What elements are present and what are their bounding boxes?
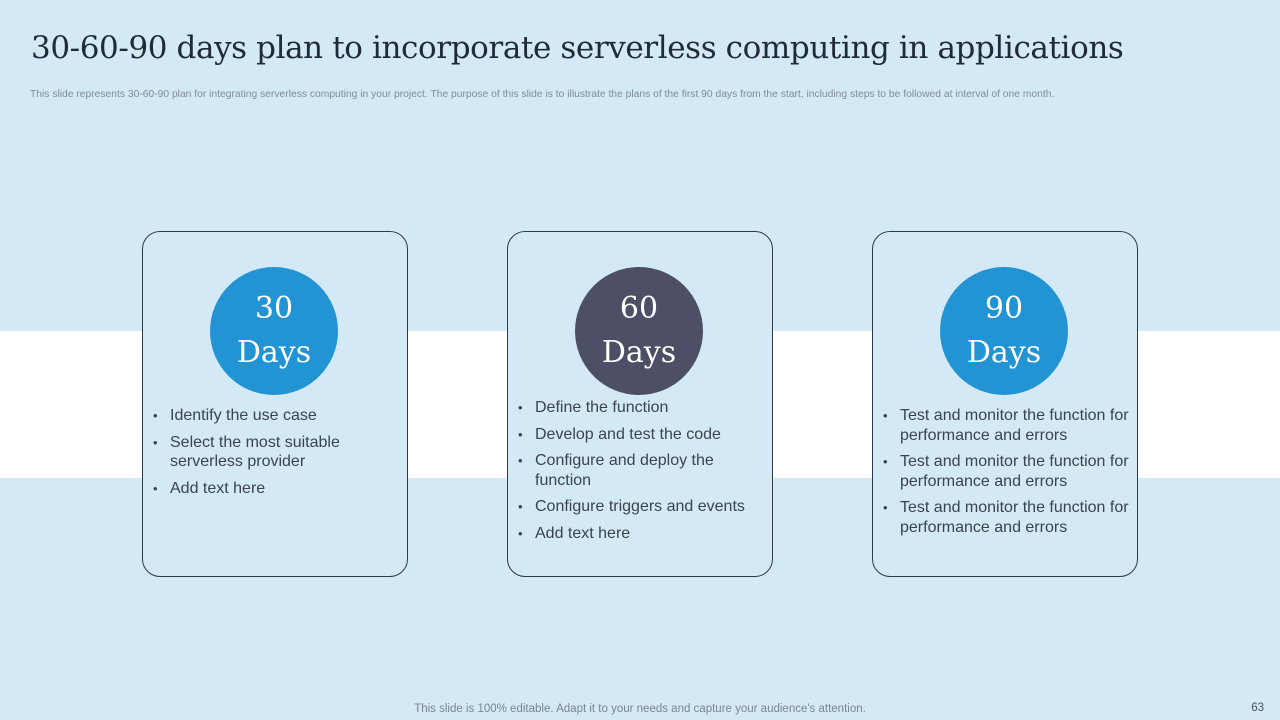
card-90-days: 90 Days Test and monitor the function fo… bbox=[872, 231, 1138, 577]
list-item: Test and monitor the function for perfor… bbox=[881, 406, 1129, 445]
day-number: 90 bbox=[984, 291, 1024, 326]
card-bullet-list: Identify the use case Select the most su… bbox=[151, 406, 399, 505]
list-item: Configure and deploy the function bbox=[516, 451, 764, 490]
list-item: Develop and test the code bbox=[516, 425, 764, 445]
card-30-days: 30 Days Identify the use case Select the… bbox=[142, 231, 408, 577]
day-number: 30 bbox=[254, 291, 294, 326]
slide-footer: This slide is 100% editable. Adapt it to… bbox=[414, 703, 866, 715]
day-unit: Days bbox=[236, 335, 312, 370]
day-circle-90: 90 Days bbox=[940, 267, 1068, 395]
day-unit: Days bbox=[966, 335, 1042, 370]
list-item: Add text here bbox=[151, 479, 399, 499]
page-number: 63 bbox=[1251, 702, 1264, 714]
day-circle-60: 60 Days bbox=[575, 267, 703, 395]
slide-title: 30-60-90 days plan to incorporate server… bbox=[31, 30, 1124, 66]
list-item: Select the most suitable serverless prov… bbox=[151, 433, 399, 472]
list-item: Configure triggers and events bbox=[516, 497, 764, 517]
card-bullet-list: Define the function Develop and test the… bbox=[516, 398, 764, 550]
slide-subtitle: This slide represents 30-60-90 plan for … bbox=[30, 89, 1055, 100]
list-item: Define the function bbox=[516, 398, 764, 418]
day-unit: Days bbox=[601, 335, 677, 370]
day-circle-30: 30 Days bbox=[210, 267, 338, 395]
list-item: Identify the use case bbox=[151, 406, 399, 426]
list-item: Test and monitor the function for perfor… bbox=[881, 452, 1129, 491]
list-item: Test and monitor the function for perfor… bbox=[881, 498, 1129, 537]
list-item: Add text here bbox=[516, 524, 764, 544]
card-bullet-list: Test and monitor the function for perfor… bbox=[881, 406, 1129, 544]
day-number: 60 bbox=[619, 291, 659, 326]
card-60-days: 60 Days Define the function Develop and … bbox=[507, 231, 773, 577]
